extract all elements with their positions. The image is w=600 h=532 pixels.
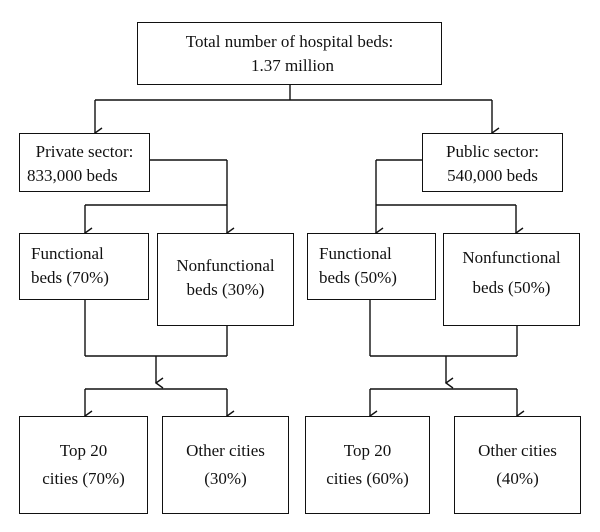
private-nonfunctional-label: Nonfunctional: [176, 256, 275, 275]
public-functional-label: Functional: [319, 244, 392, 263]
private-functional-share: beds (70%): [31, 268, 109, 287]
private-top20-node: Top 20 cities (70%): [19, 416, 148, 514]
root-node: Total number of hospital beds: 1.37 mill…: [137, 22, 442, 85]
public-sector-label: Public sector:: [445, 142, 539, 161]
public-sector-beds: 540,000 beds: [447, 166, 538, 185]
private-other-label: Other cities: [186, 441, 265, 460]
public-nonfunctional-label: Nonfunctional: [462, 248, 561, 267]
public-nonfunctional-share: beds (50%): [472, 278, 551, 297]
root-value: 1.37 million: [250, 56, 335, 75]
private-top20-label: Top 20: [59, 441, 108, 460]
public-top20-node: Top 20 cities (60%): [305, 416, 430, 514]
private-functional-node: Functional beds (70%): [19, 233, 149, 300]
private-nonfunctional-share: beds (30%): [186, 280, 265, 299]
private-other-node: Other cities (30%): [162, 416, 289, 514]
private-functional-label: Functional: [31, 244, 104, 263]
public-top20-share: cities (60%): [326, 469, 409, 488]
public-top20-label: Top 20: [343, 441, 392, 460]
private-top20-share: cities (70%): [42, 469, 125, 488]
private-nonfunctional-node: Nonfunctional beds (30%): [157, 233, 294, 326]
public-other-node: Other cities (40%): [454, 416, 581, 514]
root-title: Total number of hospital beds:: [185, 32, 394, 51]
public-nonfunctional-node: Nonfunctional beds (50%): [443, 233, 580, 326]
public-sector-node: Public sector: 540,000 beds: [422, 133, 563, 192]
private-sector-node: Private sector: 833,000 beds: [19, 133, 150, 192]
private-other-share: (30%): [204, 469, 247, 488]
public-other-label: Other cities: [478, 441, 557, 460]
private-sector-beds: 833,000 beds: [27, 166, 118, 185]
public-functional-node: Functional beds (50%): [307, 233, 436, 300]
public-other-share: (40%): [496, 469, 539, 488]
public-functional-share: beds (50%): [319, 268, 397, 287]
private-sector-label: Private sector:: [35, 142, 134, 161]
